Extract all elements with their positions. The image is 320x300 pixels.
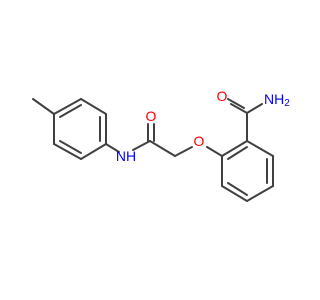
background: [0, 0, 300, 300]
bond-benz-1: [221, 140, 248, 157]
carboxamide-nitrogen-label: NH2: [264, 91, 290, 109]
bond-methyl: [32, 98, 55, 115]
bond-tolyl-4: [80, 143, 107, 160]
bond-carboxamide-n: [246, 103, 263, 114]
amide-oxygen-label: O: [146, 108, 157, 124]
carboxamide-oxygen-label: O: [217, 88, 228, 104]
bond-tolyl-2: [80, 98, 107, 115]
bond-tolyl-inner-1: [59, 104, 82, 118]
carboxamide-nitrogen-text: NH: [264, 91, 284, 107]
bond-benz-inner-3: [227, 182, 248, 196]
bond-tolyl-5: [53, 143, 82, 160]
bond-carboxamide-o-1: [230, 103, 248, 114]
bond-benz-5: [221, 185, 248, 202]
amide-nitrogen-label: NH: [116, 148, 136, 164]
bond-nh-carbonyl: [132, 140, 151, 151]
atom-labels: O NH O O NH2: [116, 88, 290, 164]
bond-carboxamide-o-2: [227, 98, 245, 109]
bond-o-aryl: [206, 146, 223, 157]
bond-benz-4: [246, 185, 274, 202]
chemical-structure: O NH O O NH2: [0, 0, 300, 300]
bond-carbonyl-ch2: [149, 140, 176, 157]
bond-benz-2: [246, 140, 274, 157]
carboxamide-nitrogen-subscript: 2: [284, 98, 290, 109]
bond-ch2-o: [174, 146, 193, 157]
bond-tolyl-1: [53, 98, 82, 115]
bonds: [32, 98, 274, 202]
ether-oxygen-label: O: [194, 133, 205, 149]
bond-tolyl-inner-3: [59, 140, 82, 154]
bond-aryl-nh: [105, 143, 120, 153]
bond-benz-inner-1: [227, 146, 248, 160]
